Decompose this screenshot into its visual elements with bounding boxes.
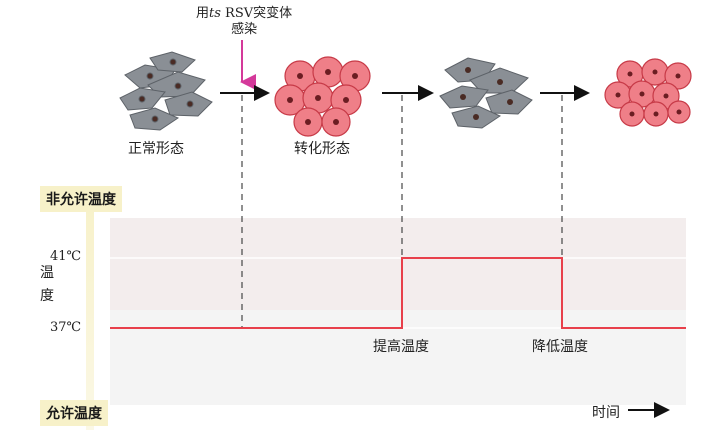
infection-label: 用ts RSV突变体 感染 [196, 6, 292, 38]
infection-label-line2: 感染 [231, 22, 258, 37]
nonpermissive-band [110, 218, 686, 310]
tick-37: 37℃ [50, 320, 82, 335]
time-label: 时间 [592, 405, 620, 421]
nonpermissive-label: 非允许温度 [40, 186, 122, 212]
caption-transformed: 转化形态 [294, 141, 350, 157]
normal-cells-2 [439, 57, 533, 129]
temperature-line [110, 257, 686, 329]
y-axis-label-1: 温 [40, 265, 54, 281]
caption-normal: 正常形态 [128, 141, 184, 157]
transformed-cells-1 [274, 56, 371, 137]
y-axis-label-2: 度 [40, 288, 54, 304]
infection-label-ts: ts [209, 6, 221, 21]
permissive-label: 允许温度 [40, 400, 108, 426]
infection-label-post: RSV突变体 [220, 6, 293, 21]
axis-gradient-bar [86, 200, 94, 430]
permissive-band [110, 310, 686, 405]
infection-label-pre: 用 [196, 6, 210, 21]
event-raise-label: 提高温度 [373, 339, 429, 355]
transformed-cells-2 [604, 58, 692, 127]
tick-41: 41℃ [50, 249, 82, 264]
event-lower-label: 降低温度 [532, 339, 588, 355]
normal-cells-1 [119, 51, 213, 131]
